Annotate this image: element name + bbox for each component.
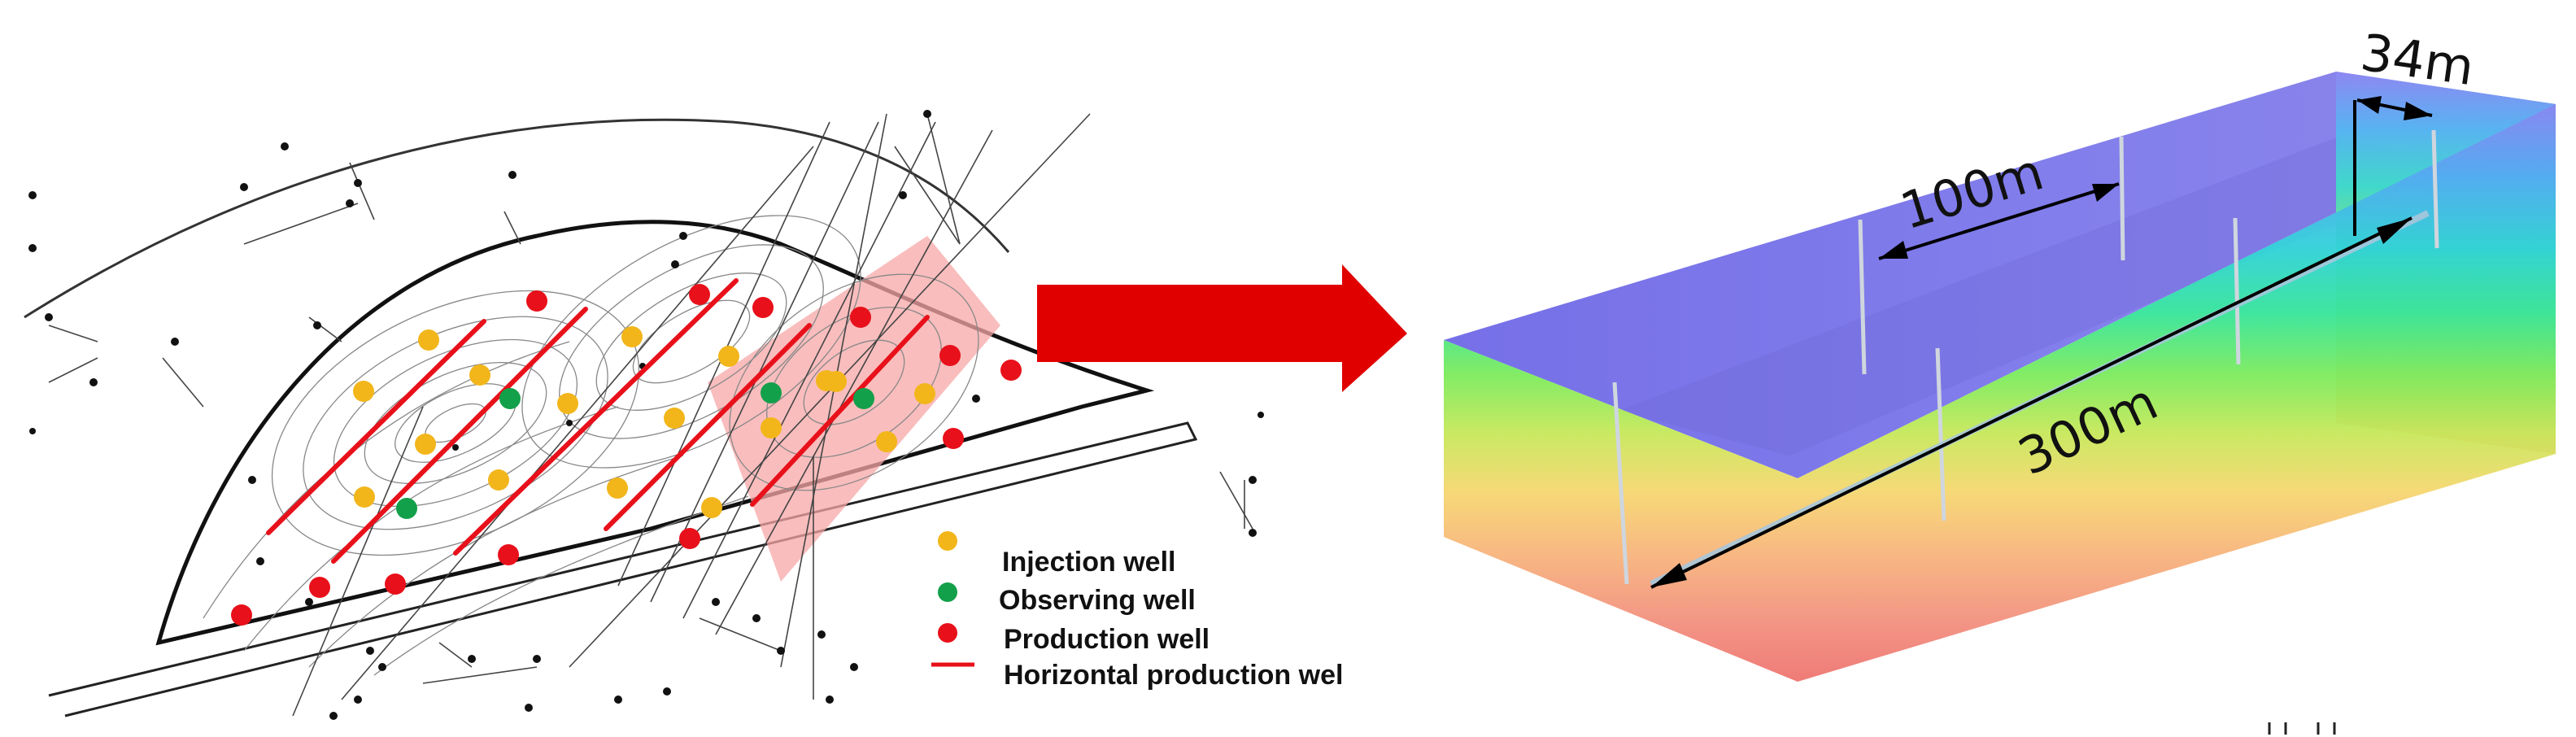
observing-well-marker [499,388,521,409]
legend: Injection well Observing well Production… [931,531,1343,691]
observing-well-marker [853,388,874,409]
vertical-well-1 [1612,382,1629,585]
observing-well-marker [396,498,417,519]
vertical-wells [1612,129,2439,585]
horizontal-well-1 [266,319,486,535]
production-well-marker [939,345,961,366]
vertical-well-3 [1935,347,1946,521]
model-front-face [1444,104,2556,682]
background-well-dots [28,110,1264,720]
legend-marker-injection [938,531,957,551]
well-trajectories [48,113,1253,717]
injection-well-marker [701,497,722,518]
vertical-well-6 [2431,129,2439,249]
model-top-inner [1619,138,2481,456]
legend-label-injection: Injection well [1002,547,1175,578]
dimension-arrowheads [1651,96,2432,587]
injection-well-marker [415,434,436,455]
well-markers [231,284,1022,626]
production-well-marker [689,284,710,305]
horizontal-well-4 [604,323,812,531]
production-well-marker [231,604,252,626]
production-well-marker [526,290,547,312]
injection-well-marker [718,346,739,367]
production-well-marker [850,307,871,328]
outer-boundary-curve [24,118,1010,319]
observing-well-marker [761,382,782,403]
production-well-marker [309,577,330,598]
horizontal-well-2 [331,307,588,564]
vertical-well-5 [2233,217,2241,365]
spacing-dimension-line [1878,182,2120,260]
legend-marker-production [938,623,957,643]
injection-well-marker [418,329,439,351]
legend-marker-observing [938,582,957,602]
vertical-well-4 [2119,136,2125,261]
production-well-marker [943,428,964,449]
injection-well-marker [354,486,375,508]
production-well-marker [752,297,774,318]
corner-marks [2268,722,2336,735]
length-dimension-line [1650,216,2413,589]
bottom-boundary-line [48,421,1198,717]
legend-label-observing: Observing well [999,585,1196,616]
production-well-marker [679,528,700,549]
legend-label-horizontal: Horizontal production wel [1004,660,1343,691]
highlight-zone [708,236,1000,582]
legend-label-production: Production well [1004,624,1210,655]
injection-well-marker [876,431,897,452]
injection-well-marker [557,393,578,414]
injection-well-marker [816,370,837,391]
injection-well-marker [353,381,374,402]
well-location-map: Injection well Observing well Production… [24,110,1343,720]
injection-well-marker [761,417,782,438]
injection-well-marker [469,364,490,386]
injection-well-marker [621,326,643,347]
production-well-marker [498,544,519,565]
production-well-marker [385,573,406,595]
horizontal-production-wells [266,278,930,564]
vertical-well-2 [1858,219,1867,375]
model-top-face [1444,72,2556,478]
injection-well-marker [664,408,685,429]
injection-well-marker [914,383,935,404]
injection-well-marker [488,469,509,491]
production-well-marker [1000,360,1022,381]
horizontal-well-5 [750,315,930,507]
horizontal-well-3 [453,278,739,556]
injection-well-marker [607,478,628,499]
